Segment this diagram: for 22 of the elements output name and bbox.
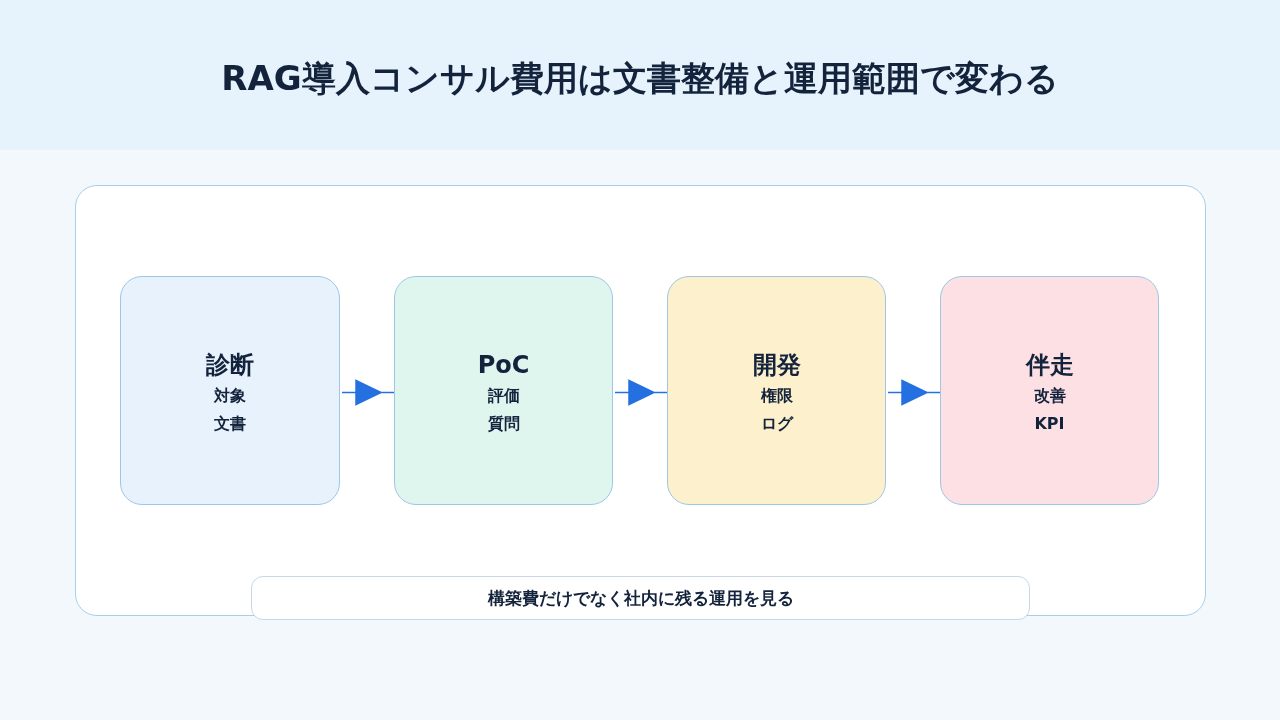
step-box xyxy=(940,276,1159,505)
step-item: KPI xyxy=(1033,412,1066,435)
note-box xyxy=(251,576,1030,620)
arrow xyxy=(341,379,395,406)
title: RAG導入コンサル費用は文書整備と運用範囲で変わる xyxy=(220,57,1060,100)
step-item: 質問 xyxy=(486,412,521,435)
step-box xyxy=(120,276,340,505)
step-title: 診断 xyxy=(205,349,255,381)
step-item: ログ xyxy=(759,412,795,435)
step-title: 開発 xyxy=(751,349,802,381)
step-box xyxy=(667,276,886,505)
step-item: 改善 xyxy=(1032,384,1067,407)
step-item: 評価 xyxy=(486,384,521,407)
note-text: 構築費だけでなく社内に残る運用を見る xyxy=(486,587,795,610)
step-item: 文書 xyxy=(213,412,247,435)
arrow xyxy=(614,379,668,406)
step-item: 対象 xyxy=(213,384,247,407)
step-title: PoC xyxy=(476,349,531,381)
step-box xyxy=(394,276,613,505)
arrow xyxy=(887,379,941,406)
step-item: 権限 xyxy=(759,384,794,407)
step-title: 伴走 xyxy=(1024,349,1075,381)
